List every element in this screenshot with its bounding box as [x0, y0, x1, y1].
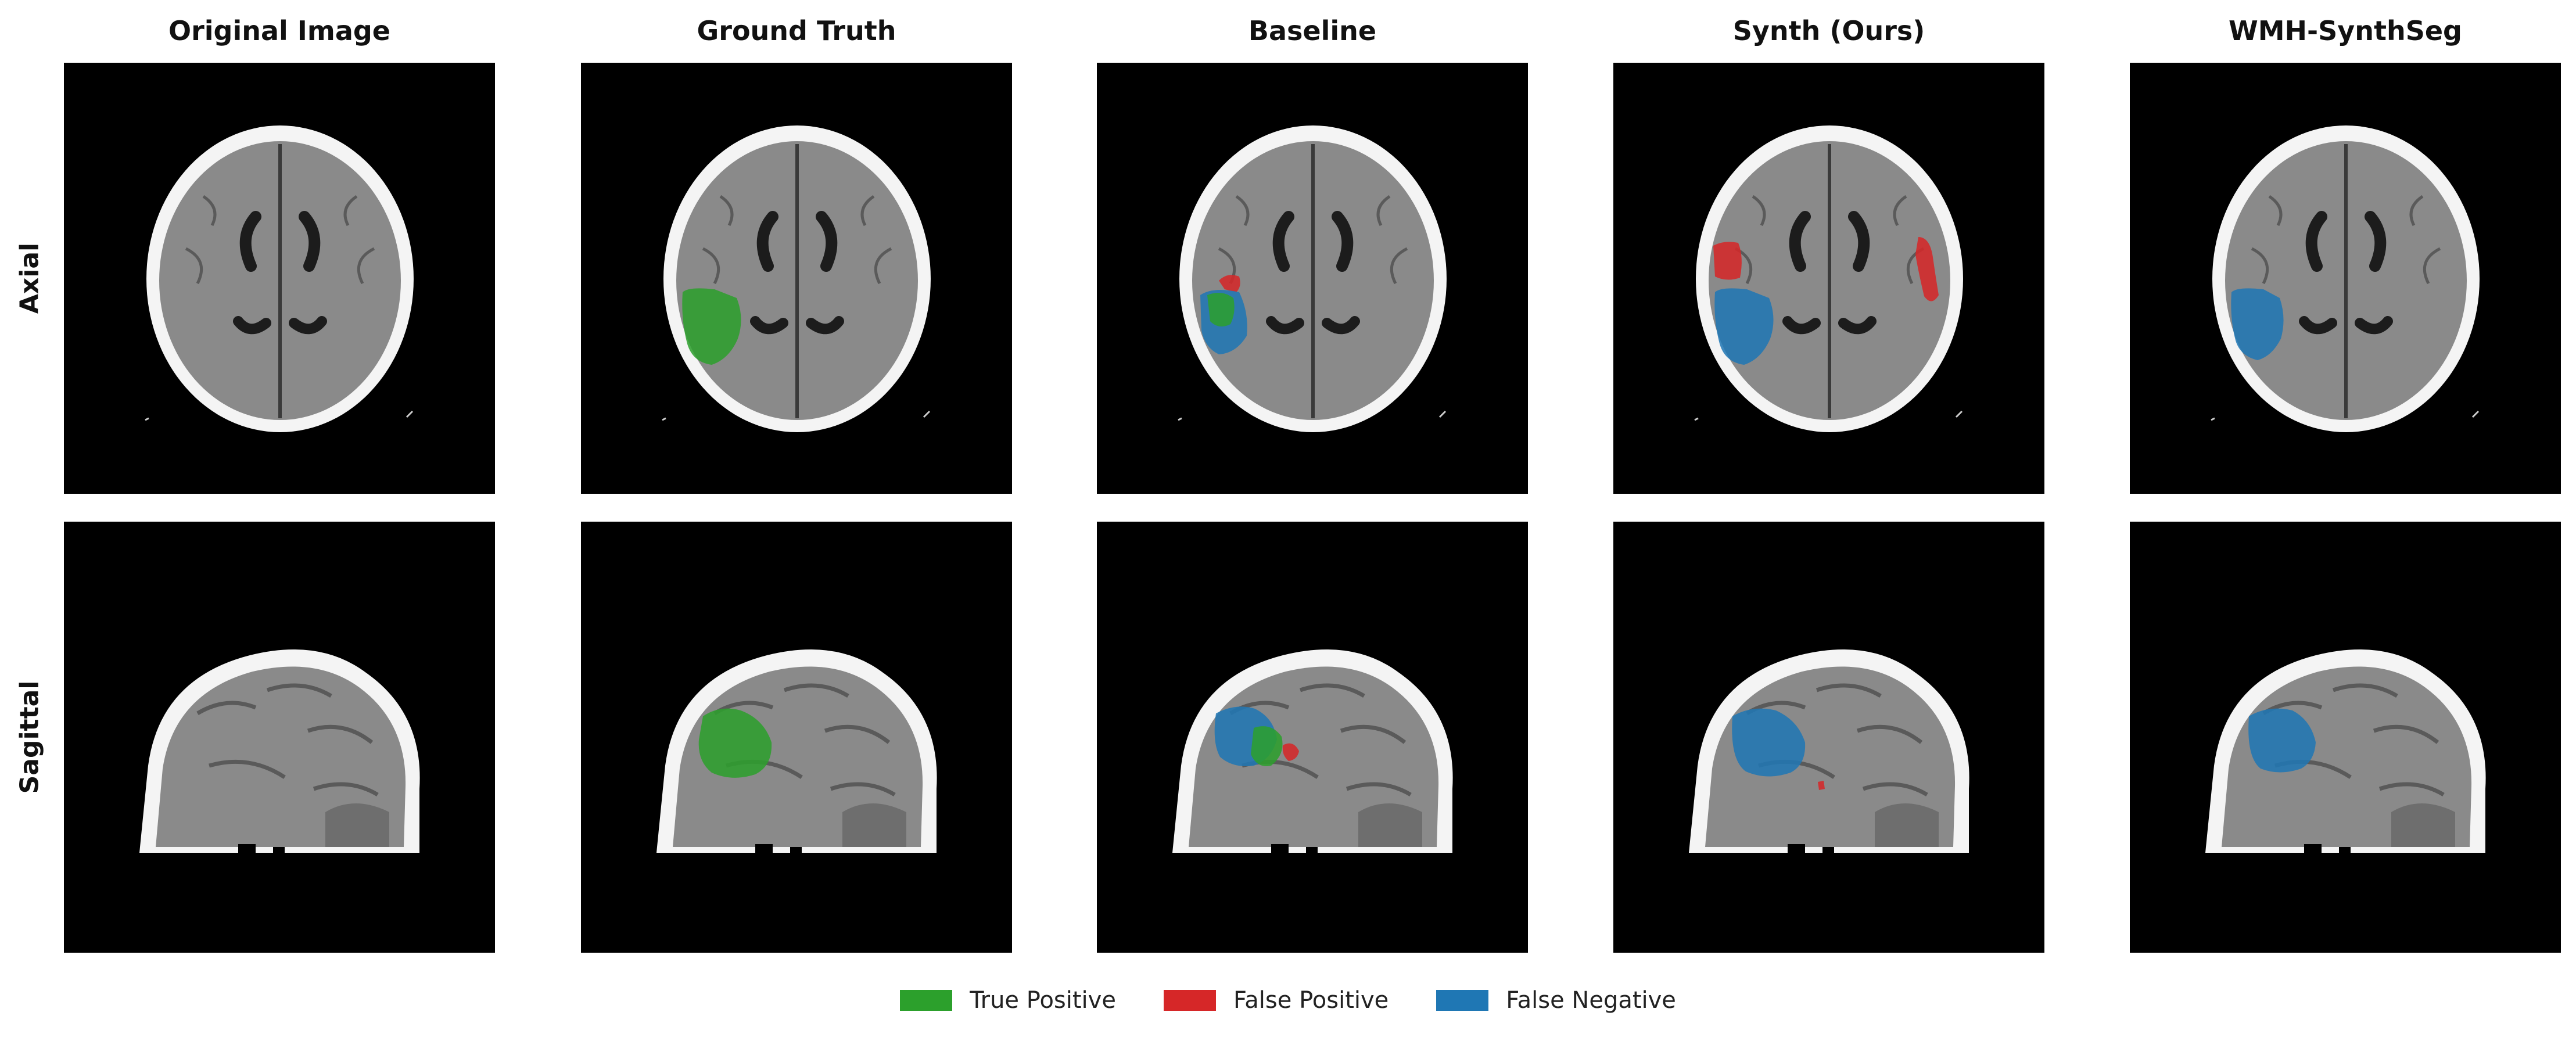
legend-item-fp: False Positive: [1163, 987, 1389, 1014]
scan-artifact: [2211, 410, 2480, 421]
panel-sagittal-ground_truth: [581, 522, 1012, 953]
ct-scan-sagittal: [2130, 649, 2561, 953]
ct-scan-axial: [145, 125, 414, 432]
lateral-ventricles: [239, 211, 321, 272]
column-title-original: Original Image: [168, 15, 391, 46]
legend-item-fn: False Negative: [1436, 987, 1676, 1014]
row-label-sagittal: Sagittal: [9, 522, 50, 953]
sulci: [2251, 195, 2441, 285]
cerebellum: [2391, 803, 2455, 847]
panel-axial-synth: [1613, 63, 2044, 494]
sulci: [1734, 195, 1925, 285]
neck-gap: [1271, 844, 1318, 853]
neck-gap: [238, 844, 285, 853]
legend: True Positive False Positive False Negativ…: [0, 976, 2576, 1025]
scan-artifact: [1178, 410, 1447, 421]
panel-sagittal-baseline: [1097, 522, 1528, 953]
scan-cutoff: [581, 853, 1012, 953]
lateral-ventricles: [756, 211, 838, 272]
false-positive-region: [1713, 242, 1742, 280]
false-negative-region: [1732, 708, 1806, 777]
cerebellum: [1358, 803, 1422, 847]
scan-cutoff: [2130, 853, 2561, 953]
posterior-horns: [1782, 316, 1877, 335]
sulci: [2262, 683, 2445, 797]
row-label-axial: Axial: [9, 63, 50, 494]
legend-item-tp: True Positive: [900, 987, 1116, 1014]
sulci: [196, 683, 379, 797]
column-title-baseline: Baseline: [1248, 15, 1377, 46]
false-positive-region: [1818, 781, 1825, 790]
sulci: [1746, 683, 1928, 797]
scan-cutoff: [1097, 853, 1528, 953]
sulci: [1229, 683, 1412, 797]
column-title-wmh_synthseg: WMH-SynthSeg: [2229, 15, 2462, 46]
legend-swatch: [900, 990, 953, 1011]
lateral-ventricles: [1272, 211, 1354, 272]
neck-gap: [1788, 844, 1834, 853]
true-positive-region: [698, 708, 772, 778]
panel-axial-baseline: [1097, 63, 1528, 494]
scan-cutoff: [64, 853, 495, 953]
panel-sagittal-wmh_synthseg: [2130, 522, 2561, 953]
brain-tissue: [156, 666, 406, 847]
posterior-horns: [1266, 316, 1360, 335]
scan-cutoff: [1613, 853, 2044, 953]
sulci: [713, 683, 896, 797]
row-label-text: Sagittal: [15, 680, 45, 794]
sulci: [185, 195, 375, 285]
posterior-horns: [233, 316, 327, 335]
sulci: [702, 195, 892, 285]
ct-scan-sagittal: [1613, 649, 2044, 953]
legend-swatch: [1436, 990, 1489, 1011]
lateral-ventricles: [2305, 211, 2387, 272]
row-label-text: Axial: [15, 242, 45, 314]
panel-axial-ground_truth: [581, 63, 1012, 494]
ct-scan-axial: [2211, 125, 2480, 432]
neck-gap: [2304, 844, 2351, 853]
neck-gap: [755, 844, 802, 853]
legend-label: False Negative: [1506, 987, 1676, 1014]
false-positive-region: [1282, 743, 1299, 761]
legend-label: False Positive: [1233, 987, 1389, 1014]
ct-scan-axial: [662, 125, 931, 432]
cerebellum: [1875, 803, 1939, 847]
sulci: [1218, 195, 1408, 285]
false-negative-region: [2248, 708, 2316, 773]
panel-axial-wmh_synthseg: [2130, 63, 2561, 494]
panel-sagittal-original: [64, 522, 495, 953]
posterior-horns: [2299, 316, 2393, 335]
panel-axial-original: [64, 63, 495, 494]
legend-label: True Positive: [970, 987, 1116, 1014]
true-positive-region: [1207, 293, 1235, 326]
ct-scan-axial: [1694, 125, 1963, 432]
false-positive-region: [1219, 275, 1240, 292]
column-title-ground_truth: Ground Truth: [697, 15, 896, 46]
false-negative-region: [2231, 288, 2284, 360]
ct-scan-sagittal: [581, 649, 1012, 953]
ct-scan-axial: [1178, 125, 1447, 432]
lateral-ventricles: [1789, 211, 1870, 272]
posterior-horns: [750, 316, 844, 335]
false-negative-region: [1714, 288, 1774, 365]
ct-scan-sagittal: [64, 649, 495, 953]
scan-artifact: [1694, 410, 1963, 421]
column-title-synth: Synth (Ours): [1732, 15, 1925, 46]
cerebellum: [325, 803, 389, 847]
ct-scan-sagittal: [1097, 649, 1528, 953]
scan-artifact: [145, 410, 414, 421]
false-positive-region: [1915, 237, 1939, 301]
cerebellum: [842, 803, 906, 847]
true-positive-region: [1251, 726, 1283, 766]
panel-sagittal-synth: [1613, 522, 2044, 953]
scan-artifact: [662, 410, 931, 421]
legend-swatch: [1163, 990, 1216, 1011]
true-positive-region: [682, 288, 741, 365]
